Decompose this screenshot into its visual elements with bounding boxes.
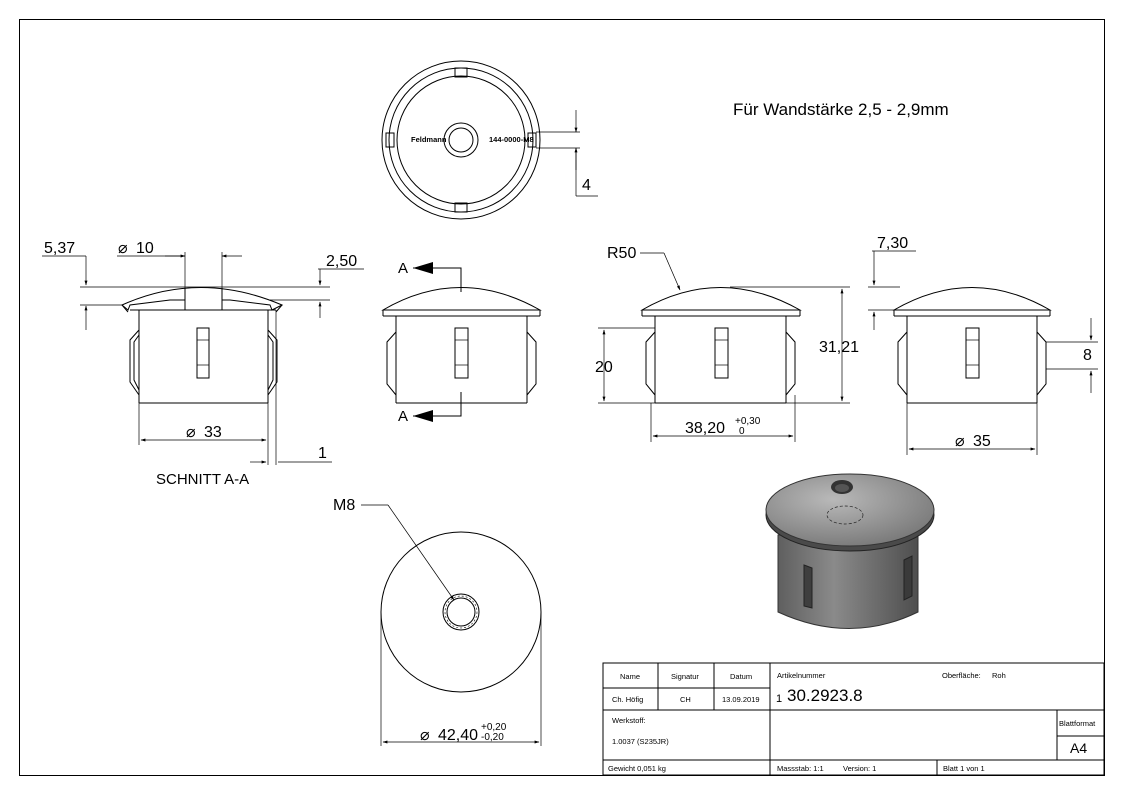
- sheet-border: [19, 19, 1105, 776]
- dim-42-40: 42,40: [438, 727, 478, 744]
- dim-31-21: 31,21: [819, 339, 859, 356]
- tb-artikel-label: Artikelnummer: [777, 671, 826, 680]
- tb-artikel-number: 30.2923.8: [787, 686, 863, 705]
- dim-4: 4: [582, 177, 591, 194]
- bottom-view: M8 ⌀ 42,40 +0,20 -0,20: [333, 497, 542, 746]
- dim-d35-symbol: ⌀: [955, 433, 965, 450]
- front-view: A A: [381, 260, 542, 425]
- tb-artikel-prefix: 1: [776, 693, 782, 705]
- dim-20: 20: [595, 359, 613, 376]
- dim-m8: M8: [333, 497, 355, 514]
- tb-werkstoff-value: 1.0037 (S235JR): [612, 737, 669, 746]
- section-view: 5,37 ⌀ 10 2,50 ⌀ 33 1 SCHNITT A-A: [42, 240, 364, 488]
- isometric-render: [765, 473, 935, 629]
- dim-5-37: 5,37: [44, 240, 75, 257]
- top-view: Feldmann 144-0000-M8 4: [381, 60, 598, 220]
- tb-oberflaeche-value: Roh: [992, 671, 1006, 680]
- tb-signatur: CH: [680, 695, 691, 704]
- dim-d42-40-symbol: ⌀: [420, 727, 430, 744]
- tb-datum: 13.09.2019: [722, 695, 760, 704]
- tb-massstab: Massstab: 1:1: [777, 764, 824, 773]
- tb-oberflaeche-label: Oberfläche:: [942, 671, 981, 680]
- tol-42-40-upper: +0,20: [481, 722, 507, 733]
- dim-d33: 33: [204, 424, 222, 441]
- dim-d10: 10: [136, 240, 154, 257]
- dim-8: 8: [1083, 347, 1092, 364]
- tol-38-20-lower: 0: [739, 426, 745, 437]
- title-block: Name Signatur Datum Ch. Höfig CH 13.09.2…: [602, 662, 1105, 776]
- tb-version: Version: 1: [843, 764, 876, 773]
- tb-name: Ch. Höfig: [612, 695, 643, 704]
- dim-r50: R50: [607, 245, 636, 262]
- section-title: SCHNITT A-A: [156, 471, 249, 488]
- tb-header-datum: Datum: [730, 672, 752, 681]
- tb-gewicht: Gewicht 0,051 kg: [608, 764, 666, 773]
- tol-42-40-lower: -0,20: [481, 732, 504, 743]
- dim-d33-symbol: ⌀: [186, 424, 196, 441]
- tb-header-signatur: Signatur: [671, 672, 699, 681]
- dim-d10-symbol: ⌀: [118, 240, 128, 257]
- tb-werkstoff-label: Werkstoff:: [612, 716, 645, 725]
- dim-7-30: 7,30: [877, 235, 908, 252]
- section-mark-bottom: A: [398, 408, 408, 425]
- right-view: 7,30 8 ⌀ 35: [868, 235, 1098, 455]
- top-view-right-text: 144-0000-M8: [489, 135, 534, 144]
- tb-header-name: Name: [620, 672, 640, 681]
- dim-38-20: 38,20: [685, 420, 725, 437]
- top-view-left-text: Feldmann: [411, 135, 447, 144]
- tb-blattformat-value: A4: [1070, 740, 1087, 756]
- wall-thickness-note: Für Wandstärke 2,5 - 2,9mm: [733, 100, 949, 119]
- dim-1: 1: [318, 445, 327, 462]
- tb-blattformat-label: Blattformat: [1059, 719, 1096, 728]
- section-mark-top: A: [398, 260, 408, 277]
- tol-38-20-upper: +0,30: [735, 416, 761, 427]
- side-view: R50 20 31,21 38,20 +0,30 0: [595, 245, 859, 442]
- tb-blatt: Blatt 1 von 1: [943, 764, 985, 773]
- dim-d35: 35: [973, 433, 991, 450]
- dim-2-50: 2,50: [326, 253, 357, 270]
